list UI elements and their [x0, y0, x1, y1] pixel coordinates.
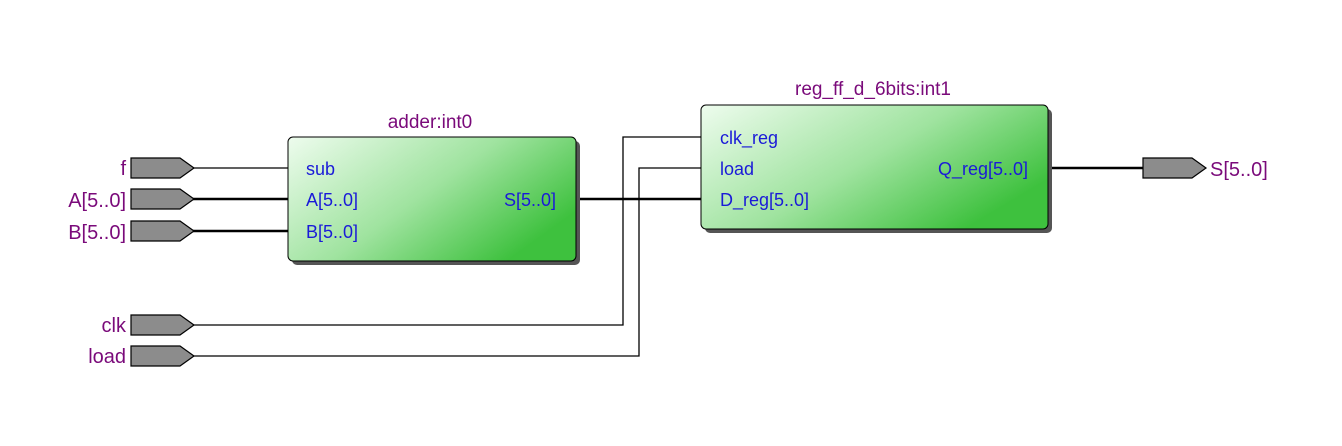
pin-arrow-icon [130, 314, 196, 336]
adder-port-sub: sub [306, 159, 335, 179]
adder-port-a: A[5..0] [306, 190, 358, 210]
adder-instance-label: adder:int0 [388, 112, 473, 133]
input-label-clk: clk [102, 315, 127, 337]
input-label-load: load [88, 346, 126, 368]
input-pin-load[interactable]: load [88, 345, 196, 368]
block-body [700, 104, 1049, 230]
register-port-load: load [720, 159, 754, 179]
input-pin-clk[interactable]: clk [102, 314, 196, 337]
block-body [287, 136, 577, 262]
input-pin-b[interactable]: B[5..0] [68, 220, 196, 244]
input-label-a: A[5..0] [68, 190, 126, 212]
output-label-s: S[5..0] [1210, 159, 1268, 181]
pin-arrow-icon [130, 188, 196, 210]
wire-clk[interactable] [193, 136, 702, 326]
register-port-d: D_reg[5..0] [720, 190, 809, 211]
adder-block[interactable]: adder:int0 sub A[5..0] B[5..0] S[5..0] [287, 112, 580, 265]
register-instance-label: reg_ff_d_6bits:int1 [795, 79, 951, 100]
pin-arrow-icon [130, 345, 196, 367]
pin-arrow-icon [130, 220, 196, 242]
adder-port-b: B[5..0] [306, 222, 358, 242]
wire-load[interactable] [193, 167, 702, 357]
pin-arrow-icon [1142, 157, 1208, 179]
output-pin-s[interactable]: S[5..0] [1142, 157, 1268, 181]
input-pin-a[interactable]: A[5..0] [68, 188, 196, 212]
input-pin-f[interactable]: f [120, 157, 196, 180]
pin-arrow-icon [130, 157, 196, 179]
wires [193, 136, 1143, 357]
register-port-q: Q_reg[5..0] [938, 159, 1028, 180]
input-label-b: B[5..0] [68, 222, 126, 244]
register-block[interactable]: reg_ff_d_6bits:int1 clk_reg load D_reg[5… [700, 79, 1052, 233]
register-port-clk: clk_reg [720, 128, 778, 149]
adder-port-s: S[5..0] [504, 190, 556, 210]
input-label-f: f [120, 158, 126, 180]
